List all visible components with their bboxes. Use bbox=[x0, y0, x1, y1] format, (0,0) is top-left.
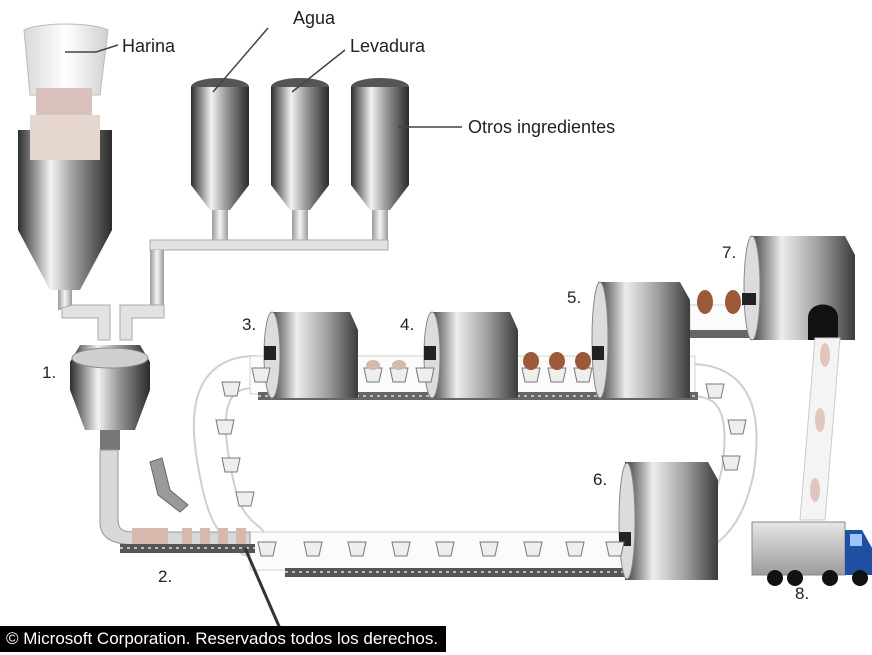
step-2: 2. bbox=[158, 567, 172, 586]
machine-3 bbox=[264, 312, 358, 398]
flour-hopper bbox=[18, 24, 112, 310]
step-4: 4. bbox=[400, 315, 414, 334]
machine-4 bbox=[424, 312, 518, 398]
label-harina: Harina bbox=[122, 36, 176, 56]
machine-5 bbox=[592, 282, 690, 398]
step-6: 6. bbox=[593, 470, 607, 489]
machine-6 bbox=[619, 462, 718, 580]
chute-to-truck bbox=[800, 338, 840, 520]
machine-7 bbox=[742, 236, 855, 340]
label-otros: Otros ingredientes bbox=[468, 117, 615, 137]
silo-otros bbox=[351, 78, 409, 242]
step-1: 1. bbox=[42, 363, 56, 382]
step-5: 5. bbox=[567, 288, 581, 307]
step-7: 7. bbox=[722, 243, 736, 262]
step-3: 3. bbox=[242, 315, 256, 334]
silo-agua bbox=[191, 78, 249, 242]
delivery-truck bbox=[752, 522, 872, 586]
label-agua: Agua bbox=[293, 8, 336, 28]
step-8: 8. bbox=[795, 584, 809, 603]
label-levadura: Levadura bbox=[350, 36, 426, 56]
silo-levadura bbox=[271, 78, 329, 242]
copyright-notice: © Microsoft Corporation. Reservados todo… bbox=[0, 626, 446, 652]
